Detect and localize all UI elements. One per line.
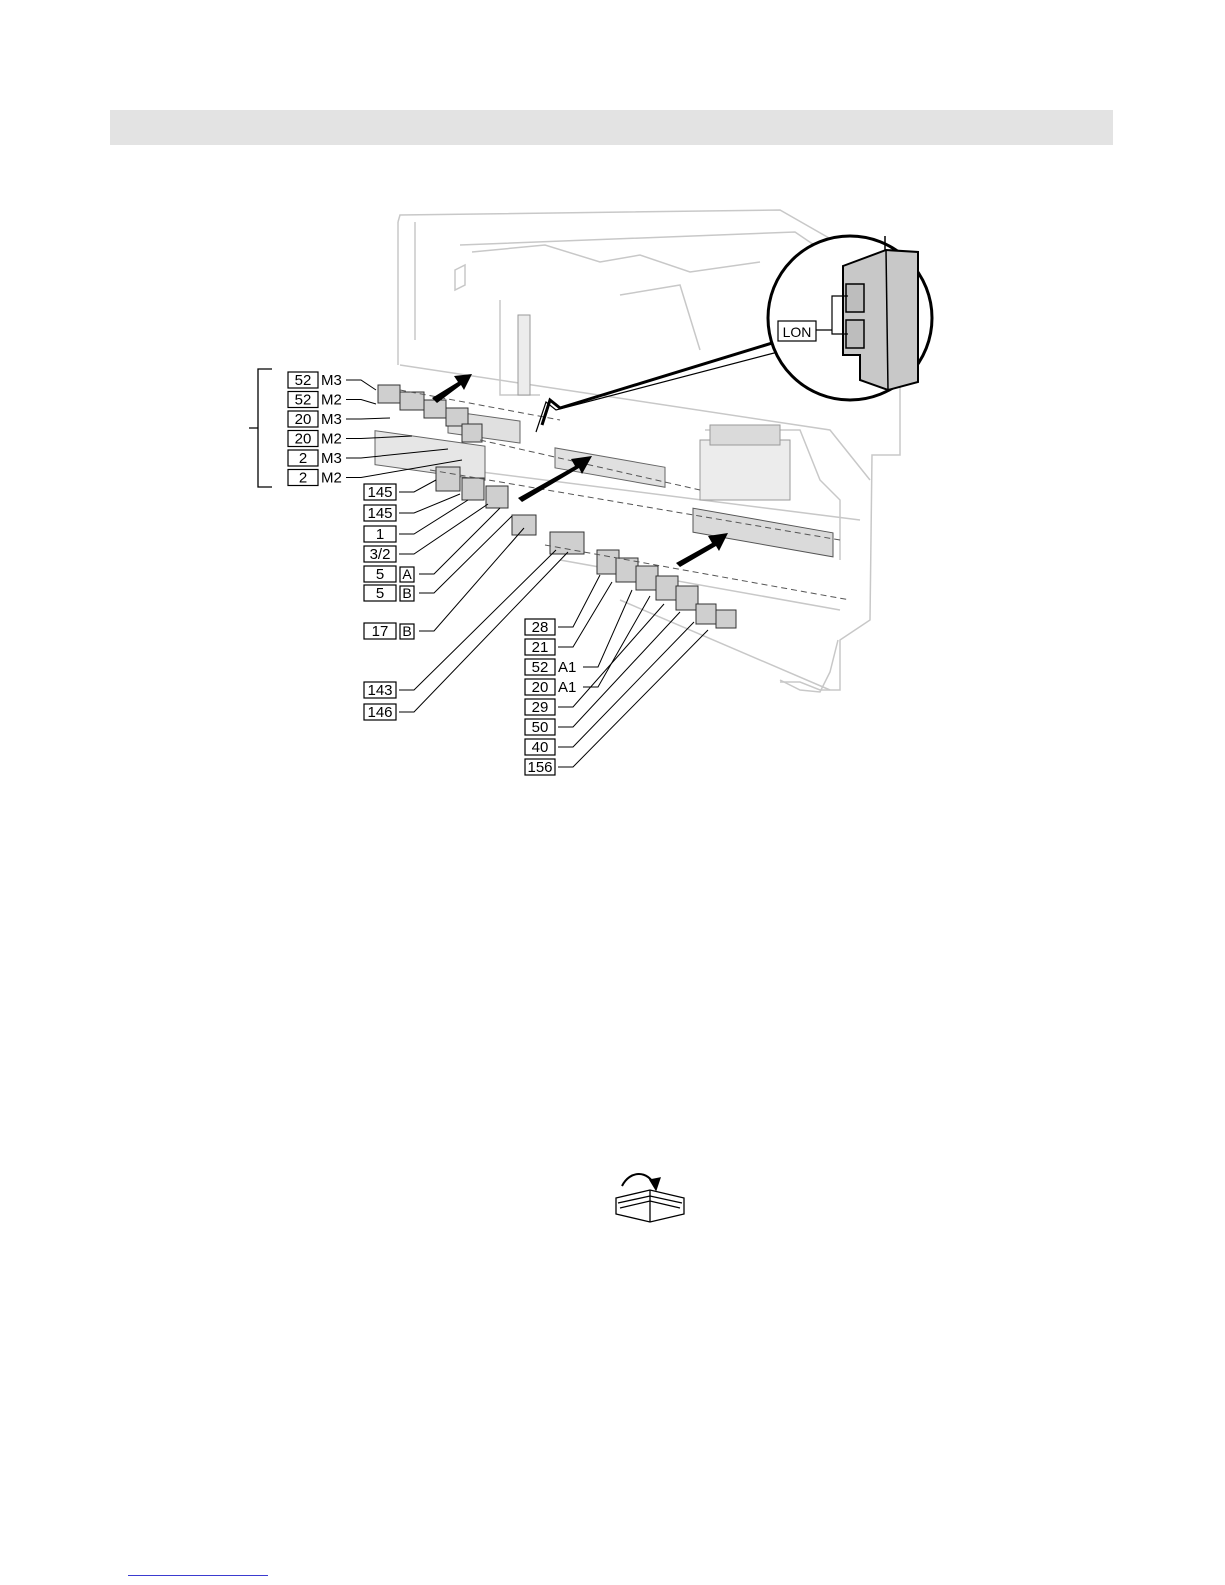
insert-arrow-right-icon	[676, 533, 728, 567]
label-number: 145	[367, 505, 392, 522]
label-number: 29	[532, 699, 549, 716]
label-number: 3/2	[370, 546, 391, 563]
label-number: 5	[376, 585, 384, 602]
label-number: 2	[299, 450, 307, 467]
label-suffix: M3	[321, 372, 342, 389]
leader-line	[419, 508, 500, 574]
label-number: 2	[299, 470, 307, 487]
label-suffix: M2	[321, 392, 342, 409]
footer-link-underline	[128, 1575, 268, 1576]
label-suffix: A	[402, 566, 412, 582]
label-number: 146	[367, 704, 392, 721]
leader-line	[399, 504, 488, 554]
callout-label: 52 M3	[288, 372, 376, 390]
label-number: 40	[532, 739, 549, 756]
label-number: 143	[367, 682, 392, 699]
label-number: 52	[295, 392, 312, 409]
group-bracket	[249, 369, 272, 487]
label-number: 28	[532, 619, 549, 636]
label-suffix: M2	[321, 431, 342, 448]
leader-line	[419, 516, 512, 593]
leader-line	[346, 418, 390, 419]
label-number: 50	[532, 719, 549, 736]
book-reference-icon	[616, 1174, 684, 1222]
label-number: 5	[376, 566, 384, 583]
leader-line	[346, 380, 376, 390]
label-suffix: B	[402, 623, 411, 639]
leader-line	[399, 480, 436, 492]
label-number: 20	[295, 411, 312, 428]
label-suffix: M3	[321, 411, 342, 428]
label-number: 52	[532, 659, 549, 676]
label-number: 156	[527, 759, 552, 776]
lon-label: LON	[783, 324, 812, 340]
leader-line	[399, 494, 460, 513]
leader-line	[346, 400, 376, 405]
leader-line	[583, 596, 650, 687]
label-number: 145	[367, 484, 392, 501]
callout-label: 145	[364, 480, 436, 501]
label-suffix: M3	[321, 450, 342, 467]
callout-label: 52 M2	[288, 392, 376, 409]
label-number: 52	[295, 372, 312, 389]
callout-label: 28	[525, 575, 600, 636]
label-suffix: B	[402, 585, 411, 601]
leader-line	[419, 528, 524, 631]
plug-group-right	[597, 550, 736, 628]
board-terminal-row-right	[693, 508, 833, 557]
label-suffix: A1	[558, 679, 576, 696]
label-number: 20	[295, 431, 312, 448]
leader-line	[558, 582, 612, 647]
label-suffix: A1	[558, 659, 576, 676]
leader-line	[558, 622, 694, 747]
label-number: 1	[376, 526, 384, 543]
label-number: 20	[532, 679, 549, 696]
leader-line	[558, 575, 600, 627]
insert-arrow-left-icon	[432, 374, 472, 403]
callout-label: 20 M3	[288, 411, 390, 428]
label-suffix: M2	[321, 470, 342, 487]
label-number: 21	[532, 639, 549, 656]
plug-group-middle	[436, 467, 584, 554]
label-number: 17	[372, 623, 389, 640]
